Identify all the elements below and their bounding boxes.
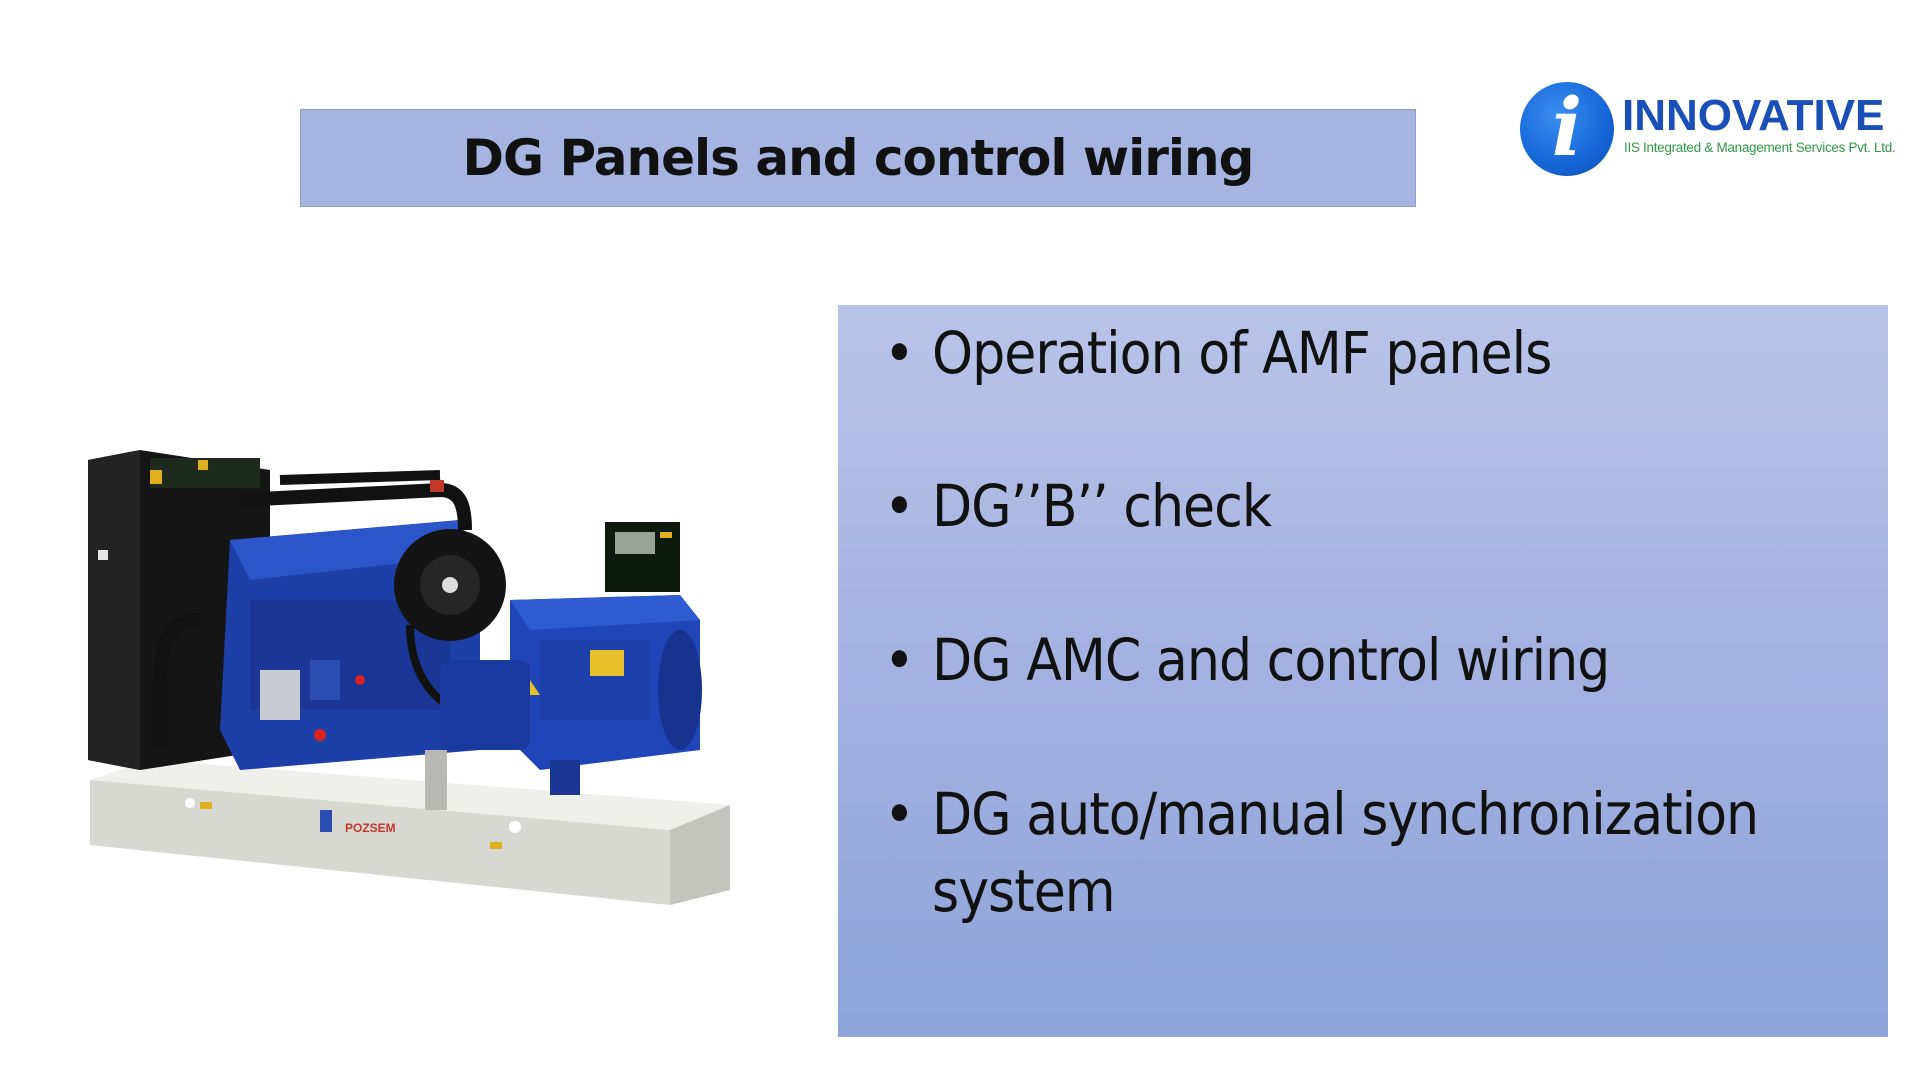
list-item: • Operation of AMF panels	[884, 315, 1844, 392]
list-item: • DG AMC and control wiring	[884, 622, 1844, 699]
logo-letter: i	[1551, 80, 1583, 174]
slide-title: DG Panels and control wiring	[462, 129, 1255, 187]
bullet-dot-icon: •	[884, 626, 915, 694]
diesel-generator-icon: POZSEM	[88, 450, 730, 905]
bullet-dot-icon: •	[884, 780, 915, 848]
list-item: • DG auto/manual synchronization system	[884, 776, 1844, 929]
bullet-text: Operation of AMF panels	[932, 319, 1552, 387]
logo-name: INNOVATIVE	[1622, 91, 1885, 140]
bullet-text: DG auto/manual synchronization system	[932, 780, 1759, 925]
company-logo: i INNOVATIVE IIS Integrated & Management…	[1520, 78, 1900, 178]
bullet-panel: • Operation of AMF panels • DG’’B’’ chec…	[838, 305, 1888, 1037]
logo-circle-icon	[1520, 82, 1614, 176]
list-item: • DG’’B’’ check	[884, 468, 1844, 545]
logo-tagline: IIS Integrated & Management Services Pvt…	[1624, 140, 1896, 155]
bullet-dot-icon: •	[884, 472, 915, 540]
slide-title-banner: DG Panels and control wiring	[300, 109, 1416, 207]
bullet-text: DG’’B’’ check	[932, 472, 1272, 540]
bullet-dot-icon: •	[884, 319, 915, 387]
generator-brand-label: POZSEM	[345, 821, 396, 835]
bullet-text: DG AMC and control wiring	[932, 626, 1610, 694]
